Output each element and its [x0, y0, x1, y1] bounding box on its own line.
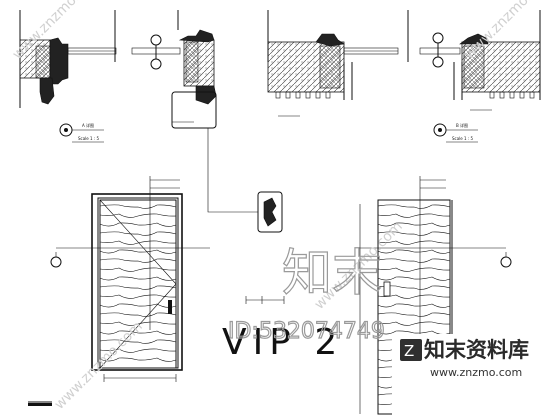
wood-grain-line	[99, 303, 177, 308]
wood-grain-line	[377, 222, 451, 227]
watermark-id: ID:532074749	[228, 319, 385, 344]
site-logo: Z 知末资料库 www.znzmo.com	[392, 334, 560, 420]
svg-text:Scale 1 : 5: Scale 1 : 5	[78, 136, 99, 141]
wood-grain-line	[377, 312, 451, 317]
logo-url: www.znzmo.com	[430, 366, 522, 379]
wood-grain-line	[377, 330, 451, 335]
wood-grain-line	[377, 276, 451, 281]
scale-bar	[28, 401, 52, 406]
svg-text:A 详图: A 详图	[82, 122, 94, 128]
wood-grain-line	[99, 222, 177, 227]
svg-text:Z: Z	[404, 342, 414, 360]
wood-grain-line	[99, 321, 177, 326]
wood-grain-line	[377, 240, 451, 245]
door-label: VIP 2	[222, 322, 343, 363]
molding-detail-symbol	[257, 191, 283, 233]
wood-grain-line	[99, 249, 177, 254]
wood-grain-line	[377, 231, 451, 236]
wood-grain-line	[99, 312, 177, 317]
wood-grain-line	[377, 267, 451, 272]
wood-grain-line	[99, 330, 177, 335]
wood-grain-line	[377, 285, 451, 290]
watermark-brand: 知末	[282, 244, 382, 302]
wood-grain-line	[99, 357, 177, 362]
wood-grain-line	[99, 285, 177, 290]
wood-grain-line	[99, 213, 177, 218]
wood-grain-line	[377, 294, 451, 299]
svg-text:B 详图: B 详图	[456, 122, 468, 128]
logo-text: 知末资料库	[424, 338, 529, 362]
wood-grain-line	[99, 204, 177, 209]
center-dimension-marks	[245, 296, 285, 304]
wood-grain-line	[377, 321, 451, 326]
section-detail-top-right: B 详图 Scale 1 : 5	[267, 10, 541, 143]
section-detail-top-left: A 详图 Scale 1 : 5	[19, 10, 258, 213]
wood-grain-line	[377, 303, 451, 308]
svg-text:Scale 1 : 5: Scale 1 : 5	[452, 136, 473, 141]
logo-icon: Z	[400, 339, 422, 361]
watermark-diagonal-bottom-left: www.znzmo.com	[52, 318, 146, 412]
wood-grain-line	[377, 249, 451, 254]
wood-grain-line	[99, 348, 177, 353]
wood-grain-line	[99, 294, 177, 299]
wood-grain-line	[99, 267, 177, 272]
door-elevation-left	[50, 176, 210, 382]
wood-grain-line	[99, 240, 177, 245]
wood-grain-line	[377, 213, 451, 218]
wood-grain-line	[99, 231, 177, 236]
wood-grain-line	[377, 258, 451, 263]
wood-grain-line	[99, 258, 177, 263]
wood-grain-line	[377, 204, 451, 209]
wood-grain-line	[99, 339, 177, 344]
wood-grain-line	[99, 276, 177, 281]
